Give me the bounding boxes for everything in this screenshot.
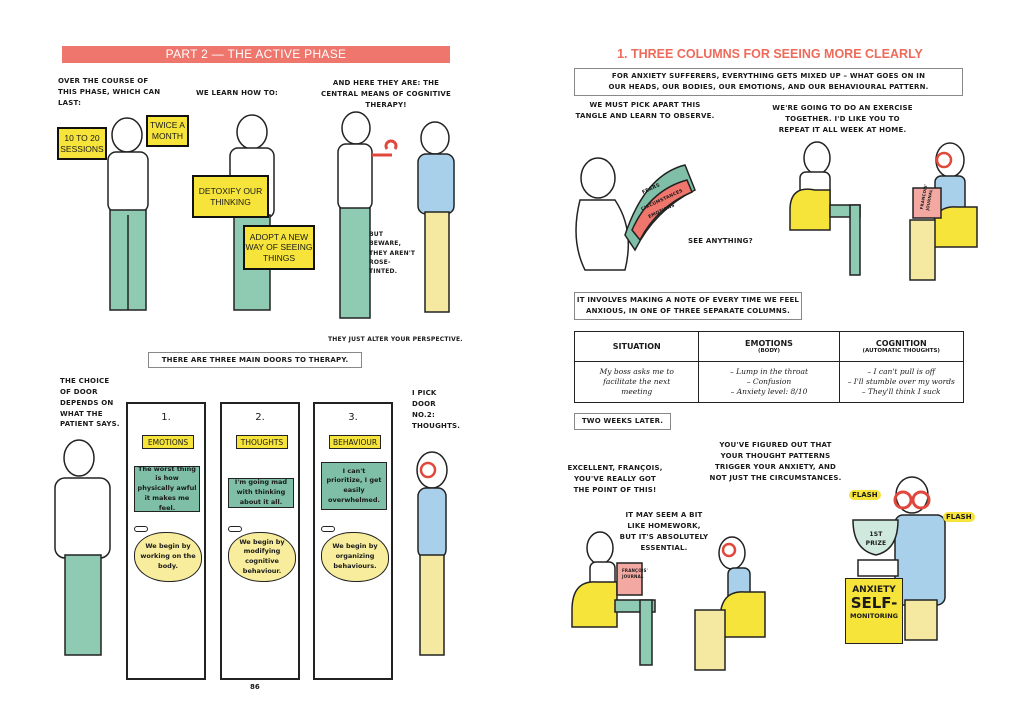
speech-text: Over the course of this phase, which can… bbox=[58, 77, 161, 107]
cell-situation: My boss asks me to facilitate the next m… bbox=[573, 361, 700, 403]
speech-text: But beware, they aren't rose-tinted. bbox=[369, 231, 416, 276]
door-label: THOUGHTS bbox=[236, 435, 288, 449]
header-title: SITUATION bbox=[612, 342, 661, 351]
notebook-label: FRANÇOIS' JOURNAL bbox=[622, 568, 648, 580]
door-approach: We begin by working on the body. bbox=[134, 532, 202, 582]
podium-line: SELF- bbox=[850, 594, 898, 612]
podium-line: MONITORING bbox=[849, 611, 898, 620]
trophy-label: 1ST PRIZE bbox=[865, 531, 887, 548]
door-approach: We begin by organizing behaviours. bbox=[321, 532, 389, 582]
speech-text: It may seem a bit like homework, but it'… bbox=[619, 511, 709, 552]
header-title: COGNITION bbox=[875, 339, 927, 348]
header-subtitle: (AUTOMATIC THOUGHTS) bbox=[862, 348, 940, 354]
door-behaviour: 3. BEHAVIOUR I can't prioritize, I get e… bbox=[313, 402, 393, 680]
table-row: My boss asks me to facilitate the next m… bbox=[573, 361, 964, 403]
podium-line: ANXIETY bbox=[852, 585, 896, 595]
three-column-table: SITUATION EMOTIONS(BODY) COGNITION(AUTOM… bbox=[573, 331, 964, 403]
speech-text: Excellent, François, you've really got t… bbox=[567, 464, 663, 494]
door-knob-icon bbox=[321, 526, 335, 532]
section-title: 1. THREE COLUMNS FOR SEEING MORE CLEARLY bbox=[617, 47, 923, 61]
caption-box: Two weeks later. bbox=[574, 413, 671, 430]
speech-text: They just alter your perspective. bbox=[328, 336, 463, 343]
cell-emotions: – Lump in the throat – Confusion – Anxie… bbox=[698, 361, 840, 403]
speech-text: See anything? bbox=[688, 237, 753, 245]
speech-text: The choice of door depends on what the p… bbox=[60, 377, 120, 429]
door-number: 2. bbox=[255, 412, 265, 423]
speech-text: We learn how to: bbox=[196, 89, 278, 97]
caption-box: There are three main doors to therapy. bbox=[148, 352, 362, 368]
speech-text: We're going to do an exercise together. … bbox=[772, 104, 913, 134]
door-knob-icon bbox=[228, 526, 242, 532]
door-approach: We begin by modifying cognitive behaviou… bbox=[228, 532, 296, 582]
page-number: 86 bbox=[250, 683, 260, 691]
door-quote: I can't prioritize, I get easily overwhe… bbox=[321, 462, 387, 510]
section-banner: PART 2 — THE ACTIVE PHASE bbox=[62, 46, 450, 63]
cell-cognition: – I can't pull is off – I'll stumble ove… bbox=[838, 361, 964, 403]
table-header-row: SITUATION EMOTIONS(BODY) COGNITION(AUTOM… bbox=[573, 331, 964, 362]
podium-sign: ANXIETY SELF- MONITORING bbox=[845, 578, 903, 644]
speech-text: And here they are: the central means of … bbox=[320, 79, 451, 109]
flash-label: FLASH bbox=[943, 512, 975, 522]
door-number: 1. bbox=[161, 412, 171, 423]
sign: DETOXIFY OUR THINKING bbox=[192, 175, 269, 218]
speech-text: You've figured out that your thought pat… bbox=[709, 441, 842, 482]
header-cognition: COGNITION(AUTOMATIC THOUGHTS) bbox=[838, 331, 964, 362]
door-number: 3. bbox=[348, 412, 358, 423]
header-emotions: EMOTIONS(BODY) bbox=[698, 331, 840, 362]
door-label: BEHAVIOUR bbox=[329, 435, 381, 449]
door-emotions: 1. EMOTIONS The worst thing is how physi… bbox=[126, 402, 206, 680]
sign: 10 TO 20 SESSIONS bbox=[57, 127, 107, 160]
flash-label: FLASH bbox=[849, 490, 881, 500]
header-title: EMOTIONS bbox=[745, 339, 793, 348]
speech-text: I pick door No.2: thoughts. bbox=[412, 389, 461, 430]
caption-box: It involves making a note of every time … bbox=[574, 292, 802, 320]
sign: ADOPT A NEW WAY OF SEEING THINGS bbox=[243, 225, 315, 270]
door-thoughts: 2. THOUGHTS I'm going mad with thinking … bbox=[220, 402, 300, 680]
sign: TWICE A MONTH bbox=[146, 115, 189, 147]
door-label: EMOTIONS bbox=[142, 435, 194, 449]
header-subtitle: (BODY) bbox=[757, 348, 780, 354]
header-situation: SITUATION bbox=[573, 331, 700, 362]
door-quote: I'm going mad with thinking about it all… bbox=[228, 478, 294, 508]
door-quote: The worst thing is how physically awful … bbox=[134, 465, 200, 512]
speech-text: We must pick apart this tangle and learn… bbox=[575, 101, 715, 120]
door-knob-icon bbox=[134, 526, 148, 532]
intro-box: For anxiety sufferers, everything gets m… bbox=[574, 68, 963, 96]
